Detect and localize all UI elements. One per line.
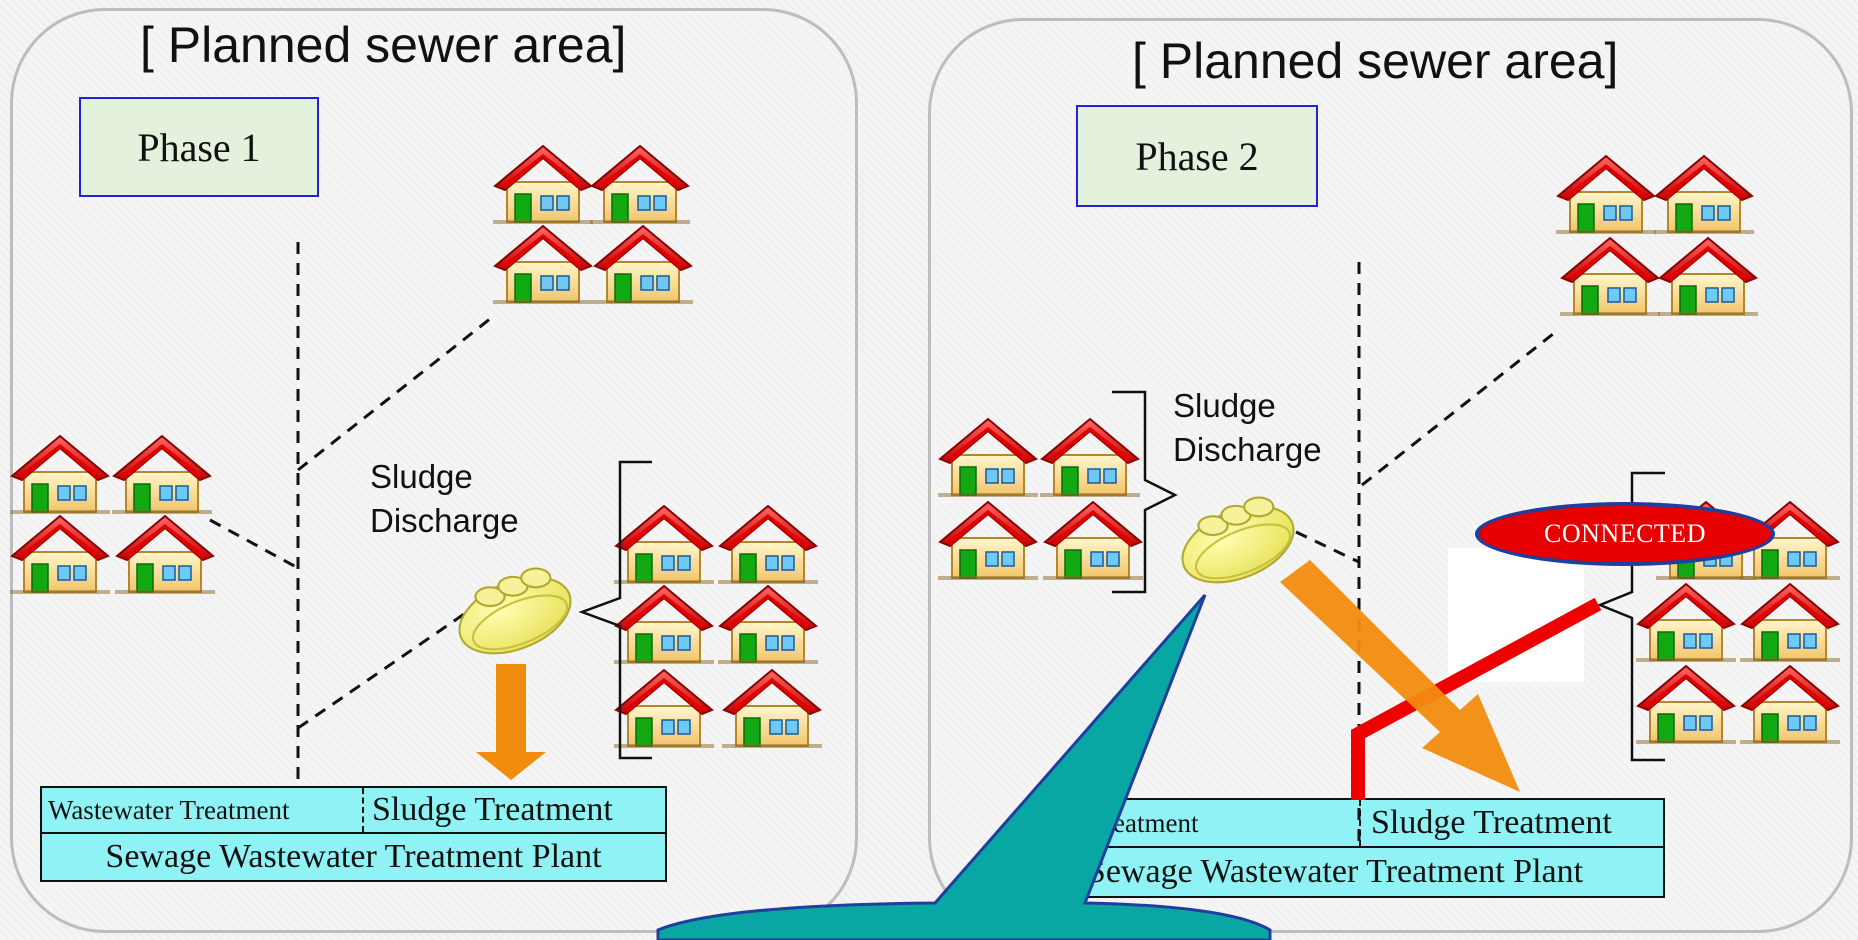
- plant-name: Sewage Wastewater Treatment Plant: [105, 838, 602, 875]
- callout-bubble: [656, 594, 1272, 940]
- panel-title: [ Planned sewer area]: [1132, 33, 1619, 89]
- status-badge: CONNECTED: [1475, 502, 1775, 566]
- panel-title: [ Planned sewer area]: [140, 17, 627, 73]
- plant-divider: [362, 788, 364, 832]
- sewer-line: [209, 242, 496, 786]
- sludge-label-line1: Sludge: [1173, 387, 1276, 424]
- septic-tank-icon: [452, 561, 578, 655]
- house-cluster-icon: [614, 505, 822, 749]
- house-cluster-icon: [1556, 155, 1758, 317]
- sludge-flow-arrow: [476, 664, 546, 780]
- house-group-brace: [1112, 390, 1178, 594]
- treatment-plant: Wastewater Treatment Sludge Treatment Se…: [40, 786, 667, 882]
- sludge-treatment-cell: Sludge Treatment: [372, 791, 613, 828]
- treatment-plant: Wastewater Treatment Sludge Treatment Se…: [1045, 798, 1665, 898]
- sludge-label-line2: Discharge: [1173, 431, 1322, 468]
- phase-label: Phase 2: [1135, 133, 1259, 179]
- sludge-treatment-cell: Sludge Treatment: [1371, 804, 1612, 841]
- status-badge-label: CONNECTED: [1544, 519, 1706, 548]
- sludge-discharge-label: Sludge Discharge: [370, 455, 519, 543]
- sludge-label-line1: Sludge: [370, 458, 473, 495]
- house-group-brace: [1596, 471, 1665, 762]
- house-cluster-icon: [10, 435, 215, 595]
- background-patch: [1448, 548, 1584, 682]
- phase-label-box: Phase 1: [79, 97, 319, 197]
- phase-label-box: Phase 2: [1076, 105, 1318, 207]
- house-group-brace: [578, 460, 652, 760]
- sludge-label-line2: Discharge: [370, 502, 519, 539]
- phase-label: Phase 1: [137, 124, 261, 170]
- sludge-discharge-label: Sludge Discharge: [1173, 384, 1322, 472]
- wastewater-treatment-cell: Wastewater Treatment: [48, 794, 290, 825]
- connection-pipe: [1351, 597, 1602, 800]
- house-cluster-icon: [938, 418, 1143, 581]
- house-cluster-icon: [493, 145, 693, 305]
- plant-name: Sewage Wastewater Treatment Plant: [1086, 853, 1584, 890]
- plant-divider: [1359, 800, 1361, 846]
- sludge-flow-arrow: [1280, 560, 1520, 792]
